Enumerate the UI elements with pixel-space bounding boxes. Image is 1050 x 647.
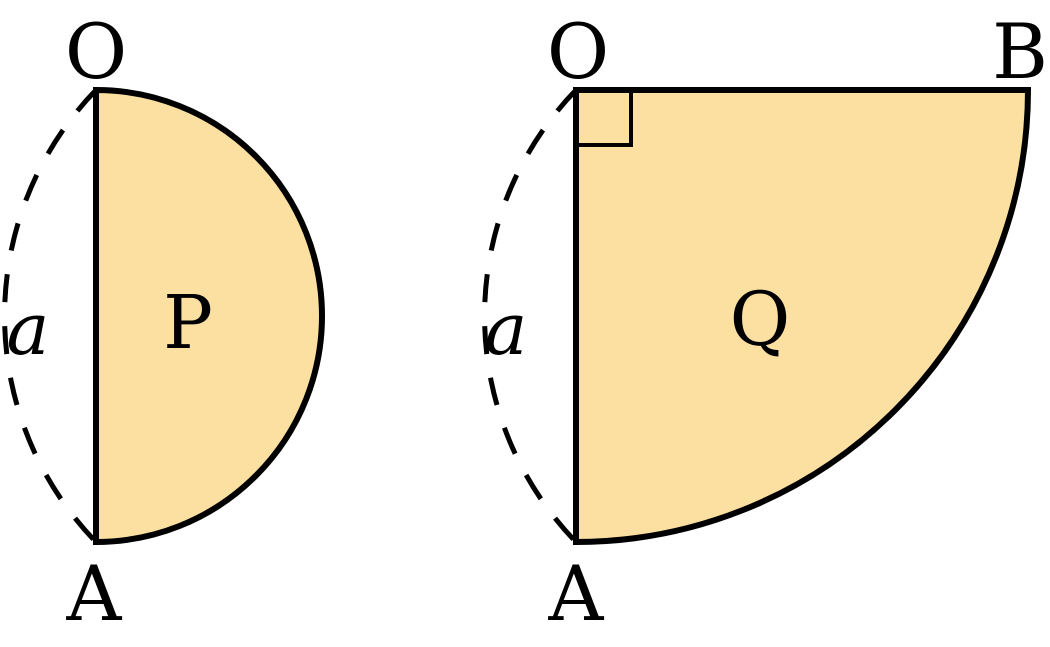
- quarter-circle-q: [573, 87, 1032, 546]
- point-a-right: A: [548, 549, 605, 638]
- dashed-arc-left: [2, 88, 98, 544]
- point-o-right: O: [547, 7, 609, 96]
- point-b: B: [992, 7, 1048, 96]
- dashed-arc-right: [482, 88, 578, 544]
- figure-p: O A P a: [2, 7, 325, 638]
- semicircle-p: [93, 86, 325, 546]
- figure-q: O B A Q a: [482, 7, 1048, 638]
- right-angle-marker: [576, 90, 633, 147]
- region-label-p: P: [163, 280, 213, 366]
- length-label-right: a: [485, 287, 528, 371]
- length-label-left: a: [7, 287, 50, 371]
- point-o-left: O: [65, 7, 127, 96]
- point-a-left: A: [66, 549, 123, 638]
- region-label-q: Q: [730, 277, 791, 363]
